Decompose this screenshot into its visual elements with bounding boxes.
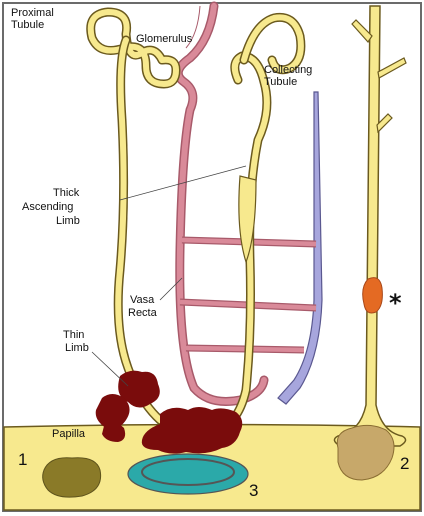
marker-asterisk: * xyxy=(389,289,402,317)
marker-two: 2 xyxy=(400,454,409,473)
label-collecting-line2: Tubule xyxy=(264,76,297,88)
marker-one: 1 xyxy=(18,450,27,469)
orange-deposit xyxy=(363,278,383,313)
collecting-tubule xyxy=(278,92,322,404)
label-proximal-line1: Proximal xyxy=(11,7,54,19)
cyan-deposit xyxy=(128,454,248,494)
marker-three: 3 xyxy=(249,481,258,500)
label-proximal-line2: Tubule xyxy=(11,19,44,31)
olive-deposit xyxy=(43,458,101,497)
label-thick-line1: Thick xyxy=(53,187,80,199)
label-glomerulus: Glomerulus xyxy=(136,33,193,45)
label-collecting-line1: Collecting xyxy=(264,64,312,76)
label-vasa-line1: Vasa xyxy=(130,294,155,306)
label-thin-line2: Limb xyxy=(65,342,89,354)
label-thick-line2: Ascending xyxy=(22,201,73,213)
label-papilla: Papilla xyxy=(52,428,86,440)
label-thick-line3: Limb xyxy=(56,215,80,227)
collecting-duct-right xyxy=(334,6,406,446)
papilla-deposits xyxy=(96,371,243,454)
label-thin-line1: Thin xyxy=(63,329,84,341)
label-vasa-line2: Recta xyxy=(128,307,158,319)
